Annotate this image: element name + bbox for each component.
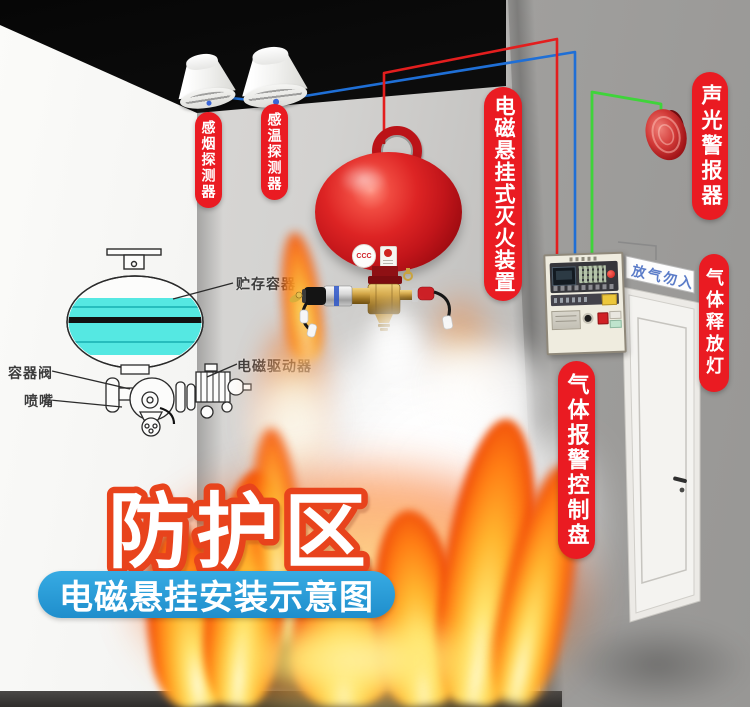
- panel-alarm-button: [597, 312, 609, 325]
- protection-zone-title: 防护区: [101, 481, 372, 585]
- diagram-label-container-valve: 容器阀: [8, 365, 53, 381]
- panel-red-button: [606, 269, 616, 279]
- panel-label-small: [609, 310, 622, 320]
- subtitle-text: 电磁悬挂安装示意图: [59, 579, 374, 617]
- smoke-detector-device: [172, 50, 238, 113]
- heat-detector-device: [237, 43, 310, 111]
- panel-keypad-area: [549, 260, 619, 294]
- subtitle-banner: 电磁悬挂安装示意图: [38, 571, 395, 618]
- floor-shadow: [565, 622, 750, 707]
- panel-button-row: [553, 283, 616, 292]
- smoke-puff: [236, 360, 346, 480]
- label-heat-detector: 感温探测器: [261, 104, 288, 200]
- panel-label-small: [609, 319, 622, 329]
- label-gas-release-lamp: 气体释放灯: [699, 254, 729, 392]
- panel-lcd-screen: [551, 266, 577, 287]
- panel-keypad: [578, 265, 607, 284]
- gas-alarm-control-panel-device: [543, 251, 627, 356]
- panel-keyhole: [584, 314, 592, 323]
- label-gas-alarm-control-panel: 气体报警控制盘: [558, 361, 595, 559]
- panel-lower-section: [551, 306, 622, 336]
- fire-core: [220, 612, 500, 707]
- diagram-label-storage-container: 贮存容器: [236, 276, 296, 292]
- label-suspension-device: 电磁悬挂式灭火装置: [484, 87, 522, 301]
- ccc-certification-mark: CCC: [352, 244, 376, 268]
- panel-indicator-strip: [550, 292, 620, 307]
- label-smoke-detector: 感烟探测器: [195, 112, 222, 208]
- protection-zone-text: 防护区: [108, 487, 372, 578]
- ball-highlight: [338, 162, 389, 197]
- label-sound-light-alarm: 声光警报器: [692, 72, 728, 220]
- product-sticker: [380, 246, 397, 270]
- extinguisher-ball: CCC: [315, 152, 462, 272]
- panel-slot: [551, 310, 581, 331]
- diagram-label-nozzle: 喷嘴: [24, 393, 54, 409]
- panel-yellow-tag: [601, 293, 618, 306]
